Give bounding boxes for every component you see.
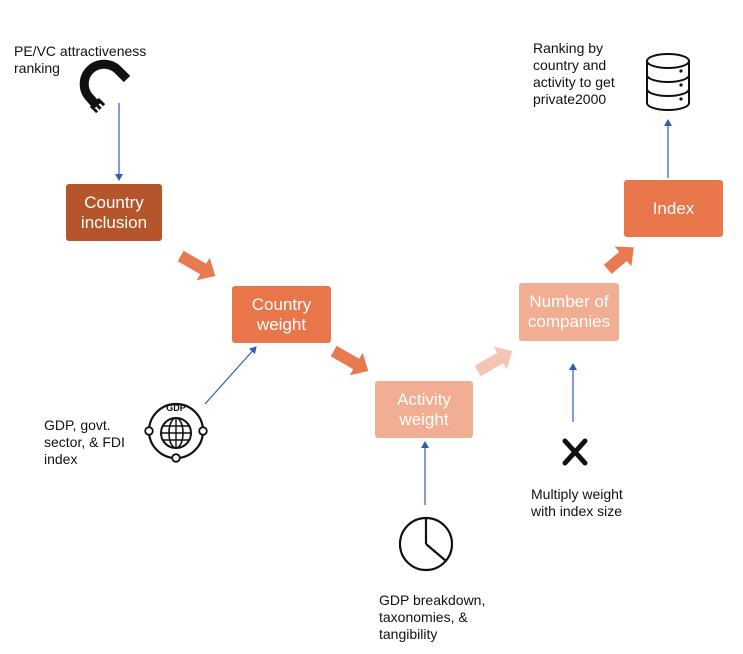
pie-chart-icon: [398, 516, 454, 572]
gdp-breakdown-label: GDP breakdown, taxonomies, & tangibility: [379, 592, 486, 642]
country-weight-label: Country weight: [251, 294, 312, 334]
ranking-private2000-label: Ranking by country and activity to get p…: [533, 40, 615, 107]
gdp-index-label: GDP, govt. sector, & FDI index: [44, 417, 125, 467]
country-inclusion-box: Country inclusion: [66, 184, 162, 241]
database-icon: [646, 53, 690, 111]
activity-weight-label: Activity weight: [397, 389, 451, 429]
weight-to-activity-block-arrow: [330, 345, 369, 376]
magnet-icon: [79, 59, 131, 114]
gdp-globe-icon: GDP: [144, 402, 208, 463]
globe-to-country-weight-arrow: [204, 346, 257, 405]
inclusion-to-weight-block-arrow: [177, 250, 216, 281]
companies-to-index-block-arrow: [603, 246, 634, 274]
multiply-weight-label: Multiply weight with index size: [531, 486, 623, 519]
number-of-companies-label: Number of companies: [527, 292, 611, 331]
country-inclusion-label: Country inclusion: [80, 192, 148, 232]
index-label: Index: [652, 198, 695, 218]
activity-weight-box: Activity weight: [375, 381, 473, 438]
index-box: Index: [624, 180, 723, 237]
activity-to-companies-block-arrow: [474, 346, 513, 377]
number-of-companies-box: Number of companies: [519, 283, 619, 341]
gdp-globe-text: GDP: [166, 403, 186, 413]
country-weight-box: Country weight: [232, 286, 331, 343]
multiply-icon: [562, 438, 588, 466]
pe-vc-ranking-label: PE/VC attractiveness ranking: [14, 43, 147, 76]
